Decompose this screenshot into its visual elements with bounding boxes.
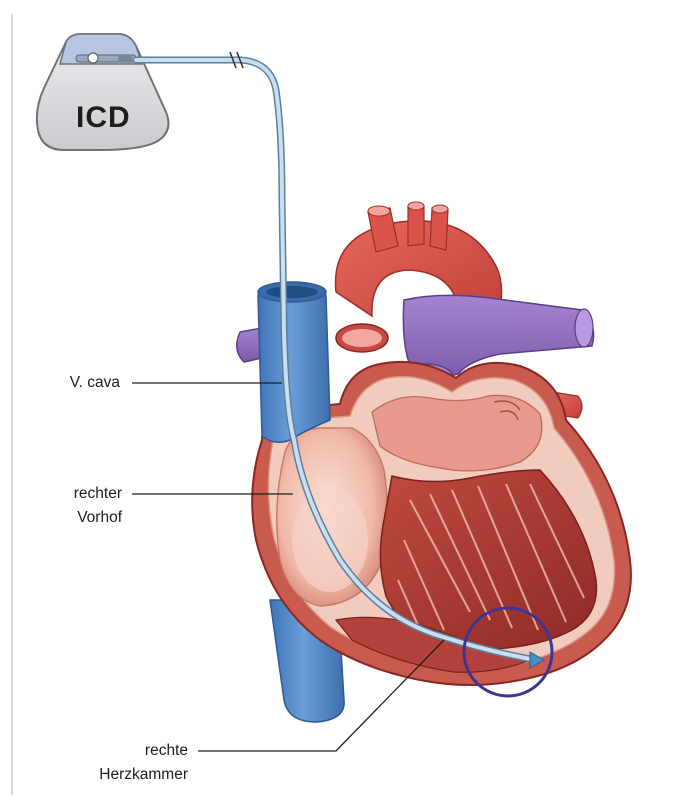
label-right-atrium-line2: Vorhof (40, 506, 122, 530)
label-right-atrium: rechter Vorhof (40, 482, 122, 530)
icd-device-label: ICD (76, 101, 131, 135)
label-right-ventricle-line2: Herzkammer (60, 763, 188, 787)
label-vena-cava-text: V. cava (70, 374, 120, 391)
label-right-ventricle-line1: rechte (60, 739, 188, 763)
label-right-atrium-line1: rechter (40, 482, 122, 506)
superior-vena-cava (258, 282, 330, 442)
label-right-ventricle: rechte Herzkammer (60, 739, 188, 787)
pulmonary-vessel-left (237, 328, 262, 362)
label-vena-cava: V. cava (40, 371, 120, 395)
